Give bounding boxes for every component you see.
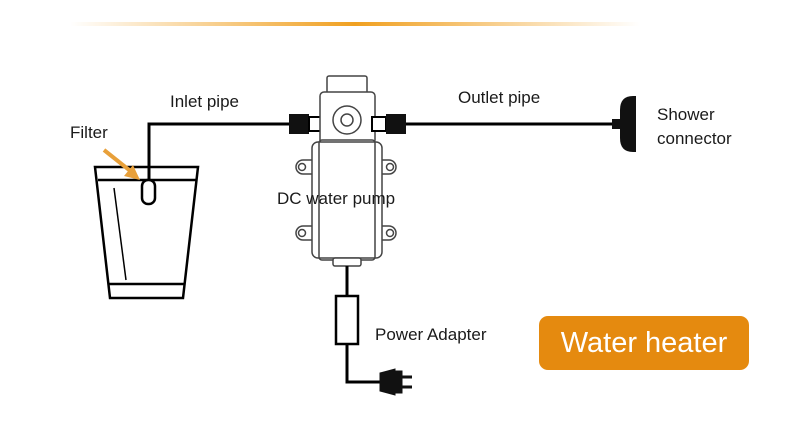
water-heater-badge[interactable]: Water heater (539, 316, 749, 370)
inlet-pipe (147, 122, 292, 180)
power-cable (334, 266, 382, 384)
inlet-pipe-label: Inlet pipe (170, 92, 239, 111)
filter-element (140, 178, 157, 206)
power-plug-icon (379, 368, 412, 396)
filter-label: Filter (70, 123, 108, 142)
shower-connector-label: Shower connector (657, 105, 732, 148)
outlet-connector (386, 114, 406, 134)
power-adapter-label: Power Adapter (375, 325, 487, 344)
top-accent-line (70, 22, 640, 26)
filter-arrow-icon (102, 148, 140, 180)
pump-body (295, 75, 397, 267)
outlet-fitting (371, 116, 387, 132)
pump-label: DC water pump (277, 189, 396, 208)
inlet-connector (289, 114, 309, 134)
outlet-pipe-label: Outlet pipe (458, 88, 541, 107)
shower-connector-icon (612, 96, 636, 152)
